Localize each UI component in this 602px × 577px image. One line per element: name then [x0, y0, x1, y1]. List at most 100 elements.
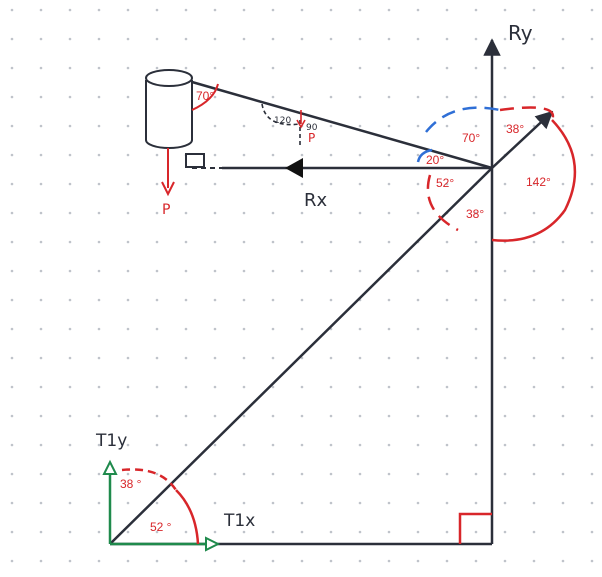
grid-dot: [503, 443, 507, 447]
grid-dot: [126, 472, 130, 476]
grid-dot: [561, 37, 565, 41]
grid-dot: [155, 240, 159, 244]
grid-dot: [97, 269, 101, 273]
grid-dot: [474, 559, 478, 563]
grid-dot: [68, 8, 72, 12]
grid-dot: [68, 95, 72, 99]
grid-dot: [271, 211, 275, 215]
grid-dot: [358, 240, 362, 244]
small-dashed-arc: [261, 103, 301, 126]
grid-dot: [68, 66, 72, 70]
grid-dot: [300, 37, 304, 41]
grid-dot: [590, 472, 594, 476]
grid-dot: [532, 153, 536, 157]
grid-dot: [184, 240, 188, 244]
grid-dot: [445, 8, 449, 12]
grid-dot: [155, 356, 159, 360]
grid-dot: [358, 211, 362, 215]
grid-dot: [503, 211, 507, 215]
grid-dot: [213, 298, 217, 302]
grid-dot: [97, 472, 101, 476]
grid-dot: [155, 501, 159, 505]
grid-dot: [213, 356, 217, 360]
grid-dot: [39, 153, 43, 157]
grid-dot: [97, 240, 101, 244]
grid-dot: [474, 269, 478, 273]
grid-dot: [97, 530, 101, 534]
grid-dot: [213, 327, 217, 331]
grid-dot: [358, 501, 362, 505]
grid-dot: [126, 327, 130, 331]
grid-dot: [97, 95, 101, 99]
grid-dot: [416, 385, 420, 389]
grid-dot: [561, 501, 565, 505]
grid-dot: [39, 8, 43, 12]
grid-dot: [97, 66, 101, 70]
grid-dot: [184, 356, 188, 360]
grid-dot: [271, 153, 275, 157]
grid-dot: [416, 501, 420, 505]
grid-dot: [184, 385, 188, 389]
grid-dot: [445, 559, 449, 563]
grid-dot: [329, 124, 333, 128]
grid-dot: [213, 182, 217, 186]
grid-dot: [68, 124, 72, 128]
grid-dot: [387, 501, 391, 505]
grid-dot: [155, 211, 159, 215]
grid-dot: [300, 327, 304, 331]
grid-dot: [503, 124, 507, 128]
grid-dot: [126, 182, 130, 186]
grid-dot: [590, 501, 594, 505]
grid-dot: [126, 356, 130, 360]
grid-dot: [445, 385, 449, 389]
grid-dot: [126, 443, 130, 447]
grid-dot: [474, 530, 478, 534]
grid-dot: [39, 240, 43, 244]
grid-dot: [532, 269, 536, 273]
grid-dot: [532, 501, 536, 505]
small-angle-90: 90: [306, 123, 318, 133]
grid-dot: [532, 240, 536, 244]
grid-dot: [213, 472, 217, 476]
blue-20-arc: [416, 148, 433, 163]
grid-dot: [300, 530, 304, 534]
grid-dot: [474, 443, 478, 447]
grid-dot: [10, 559, 14, 563]
grid-dot: [416, 124, 420, 128]
t1y-arrowhead: [102, 459, 118, 475]
right-angle-marker: [458, 512, 492, 544]
grid-dot: [39, 472, 43, 476]
grid-dot: [10, 414, 14, 418]
grid-dot: [300, 153, 304, 157]
grid-dot: [445, 37, 449, 41]
red-bottom-arc: [426, 174, 459, 232]
grid-dot: [503, 327, 507, 331]
grid-dot: [590, 356, 594, 360]
grid-dot: [10, 211, 14, 215]
grid-dot: [68, 414, 72, 418]
grid-dot: [590, 211, 594, 215]
t1y-label: T1y: [95, 431, 127, 451]
grid-dot: [97, 153, 101, 157]
grid-dot: [445, 66, 449, 70]
grid-dot: [242, 153, 246, 157]
grid-dot: [271, 66, 275, 70]
grid-dot: [358, 530, 362, 534]
grid-dot: [126, 211, 130, 215]
grid-dot: [213, 501, 217, 505]
grid-dot: [561, 124, 565, 128]
grid-dot: [358, 472, 362, 476]
grid-dot: [97, 37, 101, 41]
rx-arrowhead: [285, 158, 303, 178]
grid-dot: [358, 414, 362, 418]
grid-dot: [97, 559, 101, 563]
grid-dot: [416, 153, 420, 157]
grid-dot: [68, 182, 72, 186]
grid-dot: [445, 327, 449, 331]
grid-dot: [590, 124, 594, 128]
grid-dot: [358, 182, 362, 186]
grid-dot: [126, 269, 130, 273]
grid-dot: [68, 385, 72, 389]
grid-dot: [271, 298, 275, 302]
grid-dot: [10, 8, 14, 12]
